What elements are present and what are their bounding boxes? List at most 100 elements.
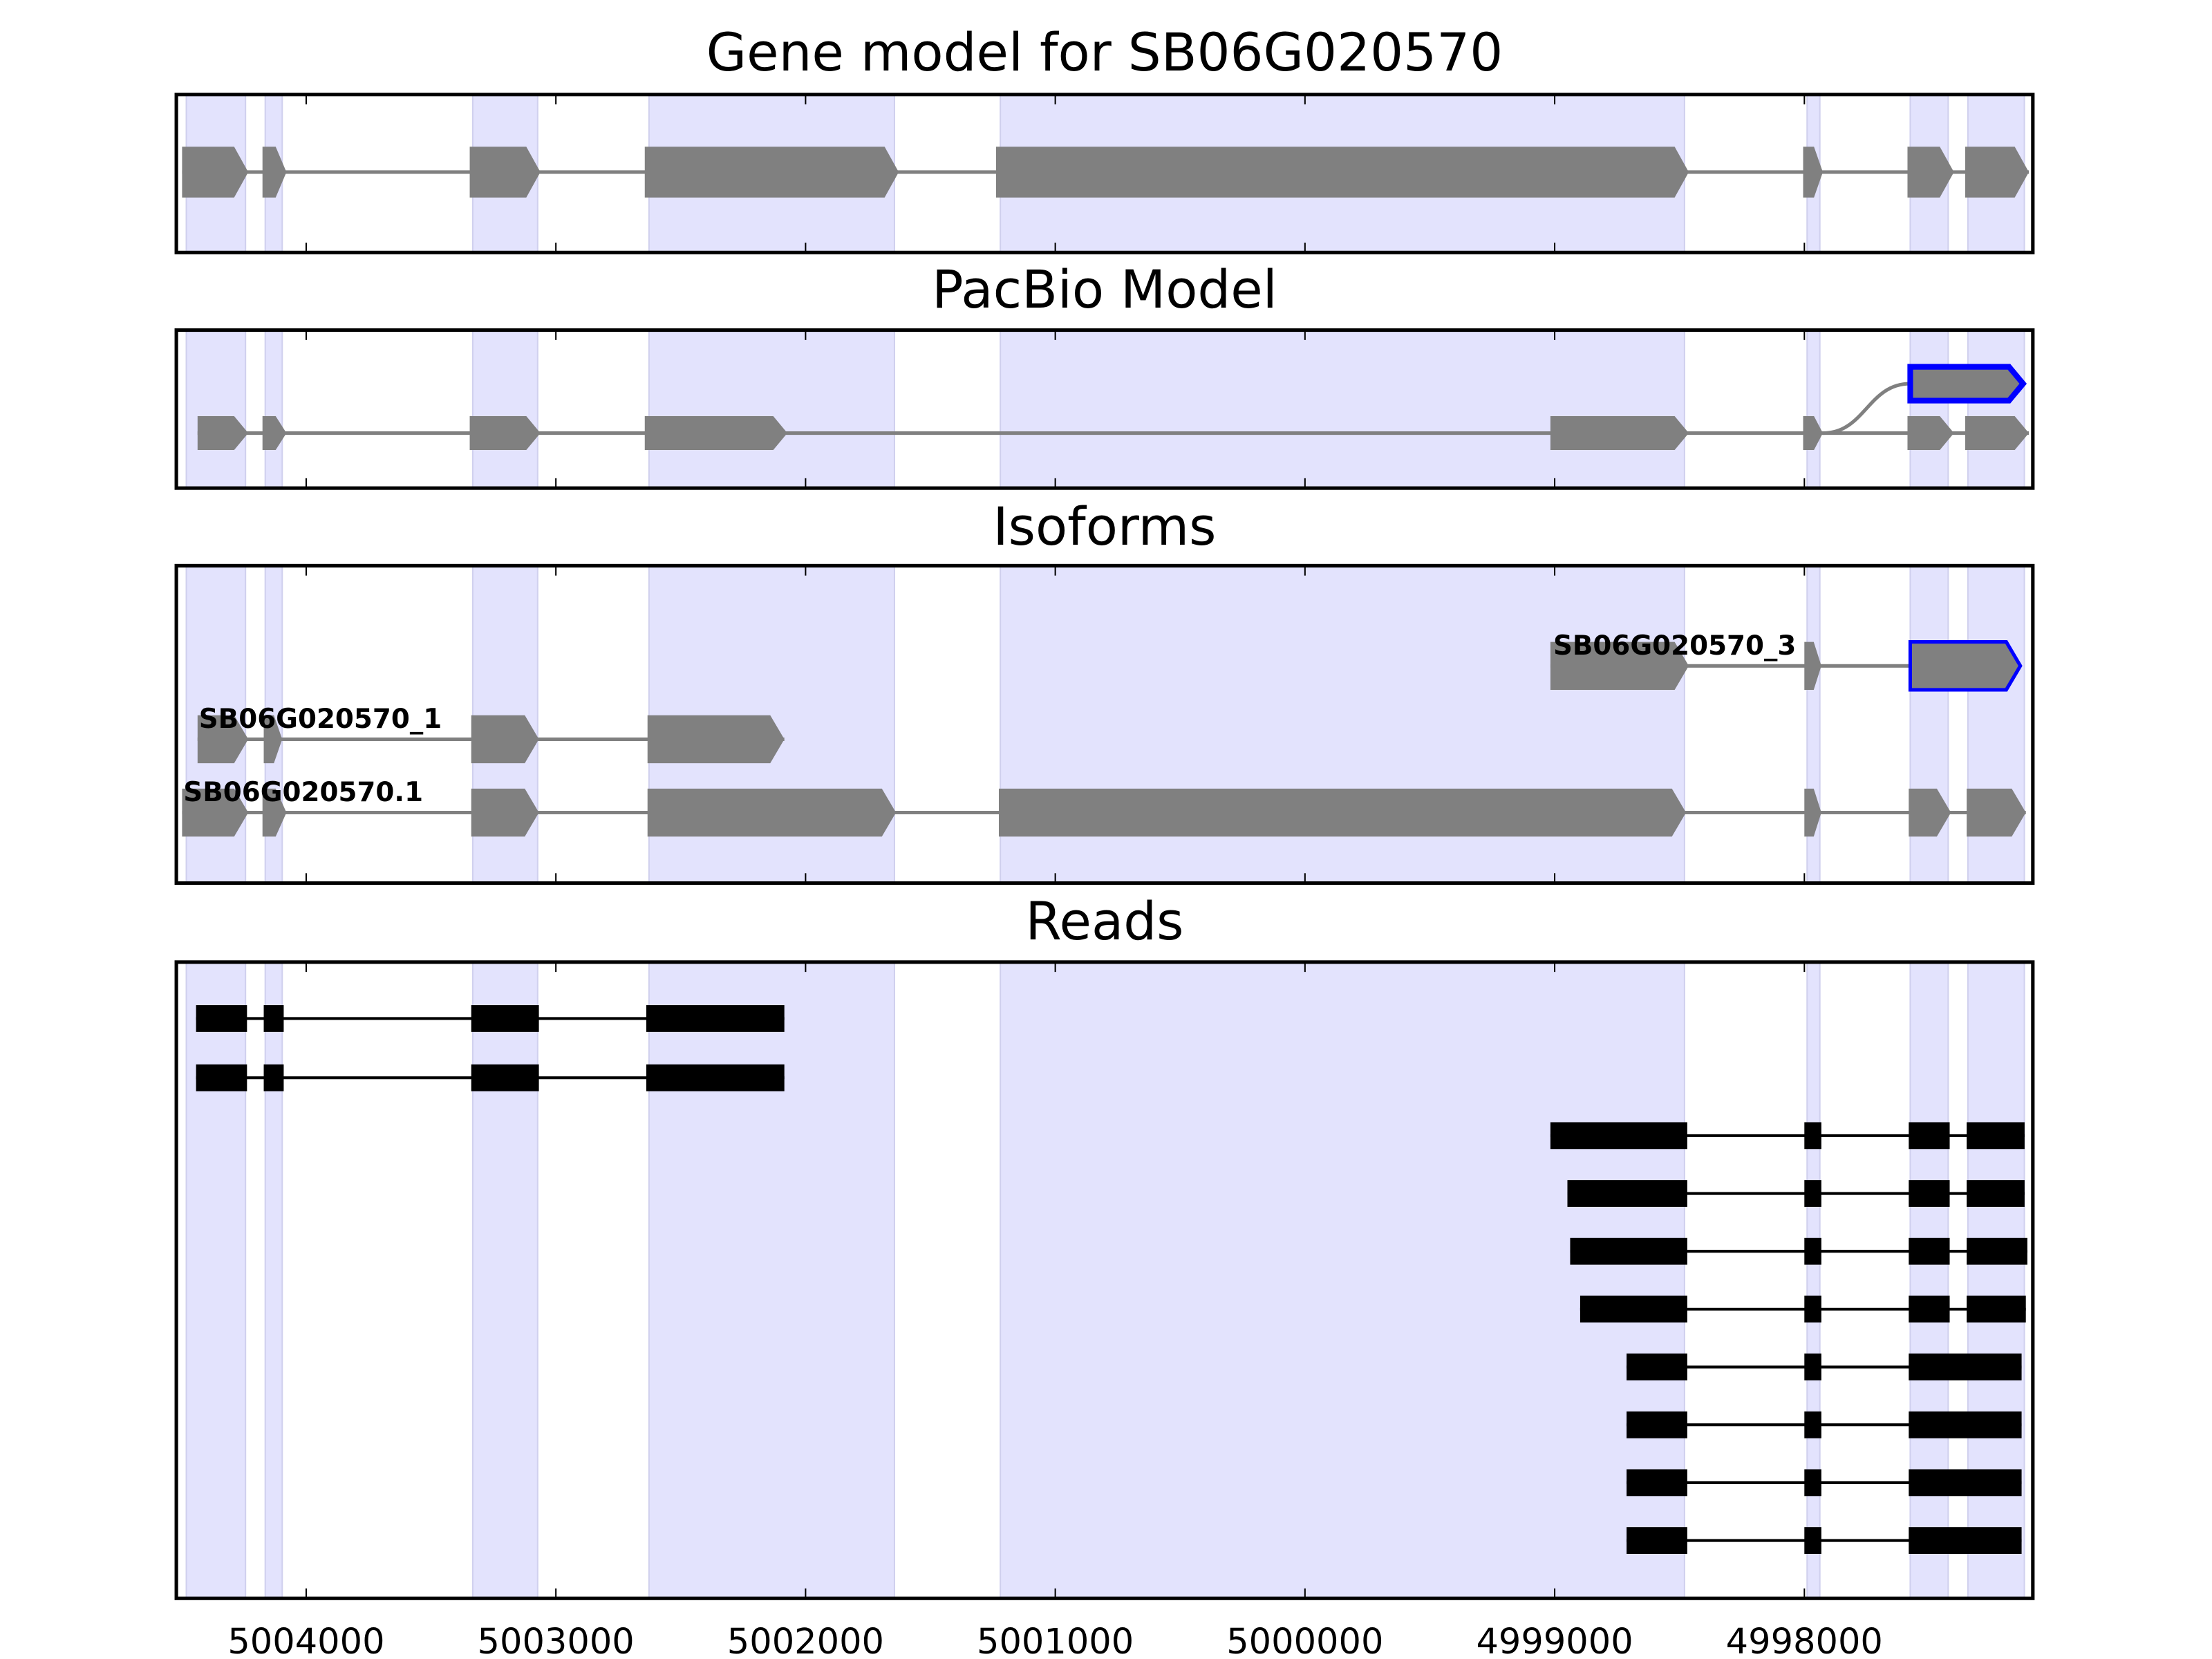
panel-2: IsoformsSB06G020570_3SB06G020570_1SB06G0… (174, 496, 2035, 885)
exon-shade-region (471, 329, 538, 489)
exon (262, 147, 287, 198)
exon (1804, 641, 1821, 690)
exon (1909, 788, 1951, 837)
exon (182, 788, 249, 837)
read-block (646, 1064, 785, 1091)
exon (197, 715, 249, 764)
exon-shade-region (1806, 329, 1821, 489)
read-block (1804, 1411, 1821, 1438)
x-tick-label: 5001000 (977, 1622, 1134, 1659)
panel-frame (174, 93, 2035, 254)
exon (644, 416, 788, 451)
isoform-label: SB06G020570.1 (183, 777, 423, 808)
read-block (196, 1064, 247, 1091)
splice-connector (1822, 382, 1911, 435)
exon (262, 788, 287, 837)
highlighted-exon (1907, 364, 2027, 404)
read-block (1627, 1469, 1687, 1497)
isoform-label: SB06G020570_1 (199, 704, 442, 735)
exon (469, 416, 541, 451)
read-block (1804, 1295, 1821, 1323)
read-block (1909, 1122, 1950, 1150)
exon (1803, 416, 1824, 451)
read-block (1909, 1295, 1950, 1323)
read-block (263, 1064, 284, 1091)
transcript-row: SB06G020570_3 (1550, 630, 2023, 692)
read-block (263, 1005, 284, 1032)
read-block (1909, 1411, 2022, 1438)
exon (1804, 788, 1821, 837)
read-row (1570, 1237, 2027, 1265)
exon (471, 788, 539, 837)
x-tick-label: 5003000 (478, 1622, 635, 1659)
read-row (1580, 1295, 2026, 1323)
exon-shade-region (264, 329, 283, 489)
read-block (1967, 1122, 2025, 1150)
exon-shade-region (1806, 961, 1821, 1600)
exon (1965, 416, 2030, 451)
read-block (1804, 1469, 1821, 1497)
read-block (1627, 1411, 1687, 1438)
exon (471, 715, 539, 764)
exon-shade-region (1000, 329, 1685, 489)
read-block (1967, 1237, 2027, 1265)
read-block (1550, 1122, 1687, 1150)
panel-frame (174, 328, 2035, 490)
read-block (471, 1064, 539, 1091)
exon-shade-region (1000, 961, 1685, 1600)
exon-shade-region (185, 329, 247, 489)
transcript-row: SB06G020570_1 (197, 704, 785, 764)
read-row (1627, 1353, 2022, 1380)
read-block (1909, 1469, 2022, 1497)
exon (262, 416, 287, 451)
read-row (1627, 1527, 2022, 1554)
exon (1967, 788, 2026, 837)
exon-shade-region (471, 961, 538, 1600)
read-block (646, 1005, 785, 1032)
exon (182, 147, 249, 198)
read-block (1909, 1527, 2022, 1554)
read-block (196, 1005, 247, 1032)
panel-1: PacBio Model (174, 259, 2035, 490)
read-block (1804, 1122, 1821, 1150)
panel-frame (174, 960, 2035, 1600)
transcript-row (197, 416, 2030, 451)
read-block (1804, 1237, 1821, 1265)
exon-shade-region (1967, 329, 2025, 489)
exon-shade-region (1909, 329, 1949, 489)
read-block (1909, 1180, 1950, 1207)
read-block (1804, 1180, 1821, 1207)
read-block (1967, 1180, 2025, 1207)
transcript-row: SB06G020570.1 (182, 777, 2026, 837)
panel-3: Reads (174, 891, 2035, 1600)
exon (647, 788, 897, 837)
read-row (1567, 1180, 2025, 1207)
transcript-row (182, 147, 2030, 198)
read-block (1967, 1295, 2026, 1323)
x-tick-label: 5000000 (1226, 1622, 1383, 1659)
x-tick-label: 5002000 (727, 1622, 884, 1659)
read-block (1804, 1527, 1821, 1554)
read-row (196, 1005, 785, 1032)
exon (263, 715, 283, 764)
read-block (1804, 1353, 1821, 1380)
highlighted-exon (1908, 640, 2023, 692)
exon-shade-region (1909, 961, 1949, 1600)
exon-shade-region (648, 329, 896, 489)
exon (197, 416, 249, 451)
panel-title: PacBio Model (932, 259, 1277, 320)
exon (1965, 147, 2030, 198)
exon-shade-region (1967, 961, 2025, 1600)
panel-title: Isoforms (993, 496, 1216, 557)
exon-shade-region (648, 961, 896, 1600)
read-block (1627, 1353, 1687, 1380)
exon-shade-region (264, 961, 283, 1600)
exon (996, 147, 1689, 198)
isoform-label: SB06G020570_3 (1553, 630, 1796, 662)
transcript-row (1822, 364, 2027, 435)
read-row (1550, 1122, 2025, 1150)
exon (998, 788, 1687, 837)
read-row (196, 1064, 785, 1091)
panel-frame (174, 563, 2035, 885)
